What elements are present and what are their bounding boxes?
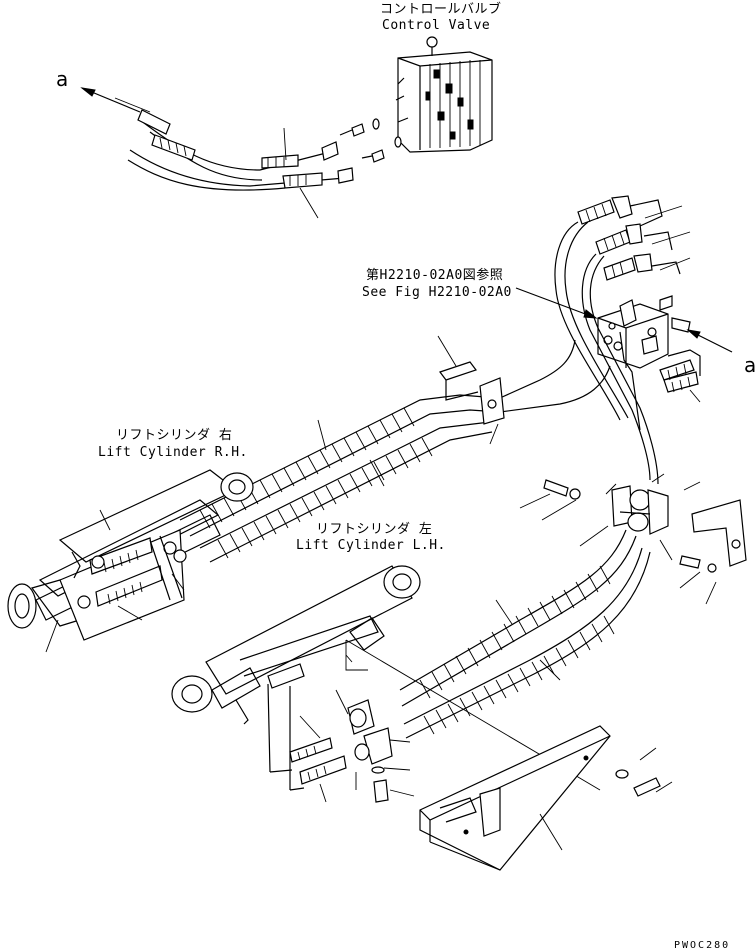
lift-cyl-rh-label-jp: リフトシリンダ 右 xyxy=(116,428,232,443)
lift-cylinder-rh xyxy=(7,469,254,653)
lift-cyl-lh-label-jp: リフトシリンダ 左 xyxy=(316,522,432,537)
ref-arrow-a-right xyxy=(686,329,733,353)
hose-clamp-upper xyxy=(437,335,505,425)
see-fig-label-jp: 第H2210-02A0図参照 xyxy=(366,267,503,283)
drawing-code: PWOC280 xyxy=(674,940,730,951)
see-fig-label-en: See Fig H2210-02A0 xyxy=(362,285,512,300)
cylinder-guard xyxy=(419,725,673,871)
block-hoses xyxy=(554,195,701,485)
ref-a-right: a xyxy=(744,353,756,377)
control-valve-label-jp: コントロールバルブ xyxy=(380,1,502,17)
clamp-assembly-right xyxy=(519,473,747,605)
ref-a-left: a xyxy=(56,67,68,91)
ref-arrow-a-left xyxy=(80,87,151,113)
main-hoses-lh xyxy=(399,529,651,739)
lift-cylinder-lh xyxy=(171,565,421,791)
see-fig-leader xyxy=(515,287,597,319)
lift-cyl-rh-label-en: Lift Cylinder R.H. xyxy=(98,445,248,460)
clamp-assembly-lower xyxy=(289,639,601,803)
control-valve xyxy=(395,36,493,153)
control-valve-label-en: Control Valve xyxy=(382,18,490,33)
control-valve-hoses xyxy=(127,109,354,219)
lift-cyl-lh-label-en: Lift Cylinder L.H. xyxy=(296,538,446,553)
valve-block xyxy=(597,295,691,369)
valve-fittings xyxy=(339,118,402,163)
